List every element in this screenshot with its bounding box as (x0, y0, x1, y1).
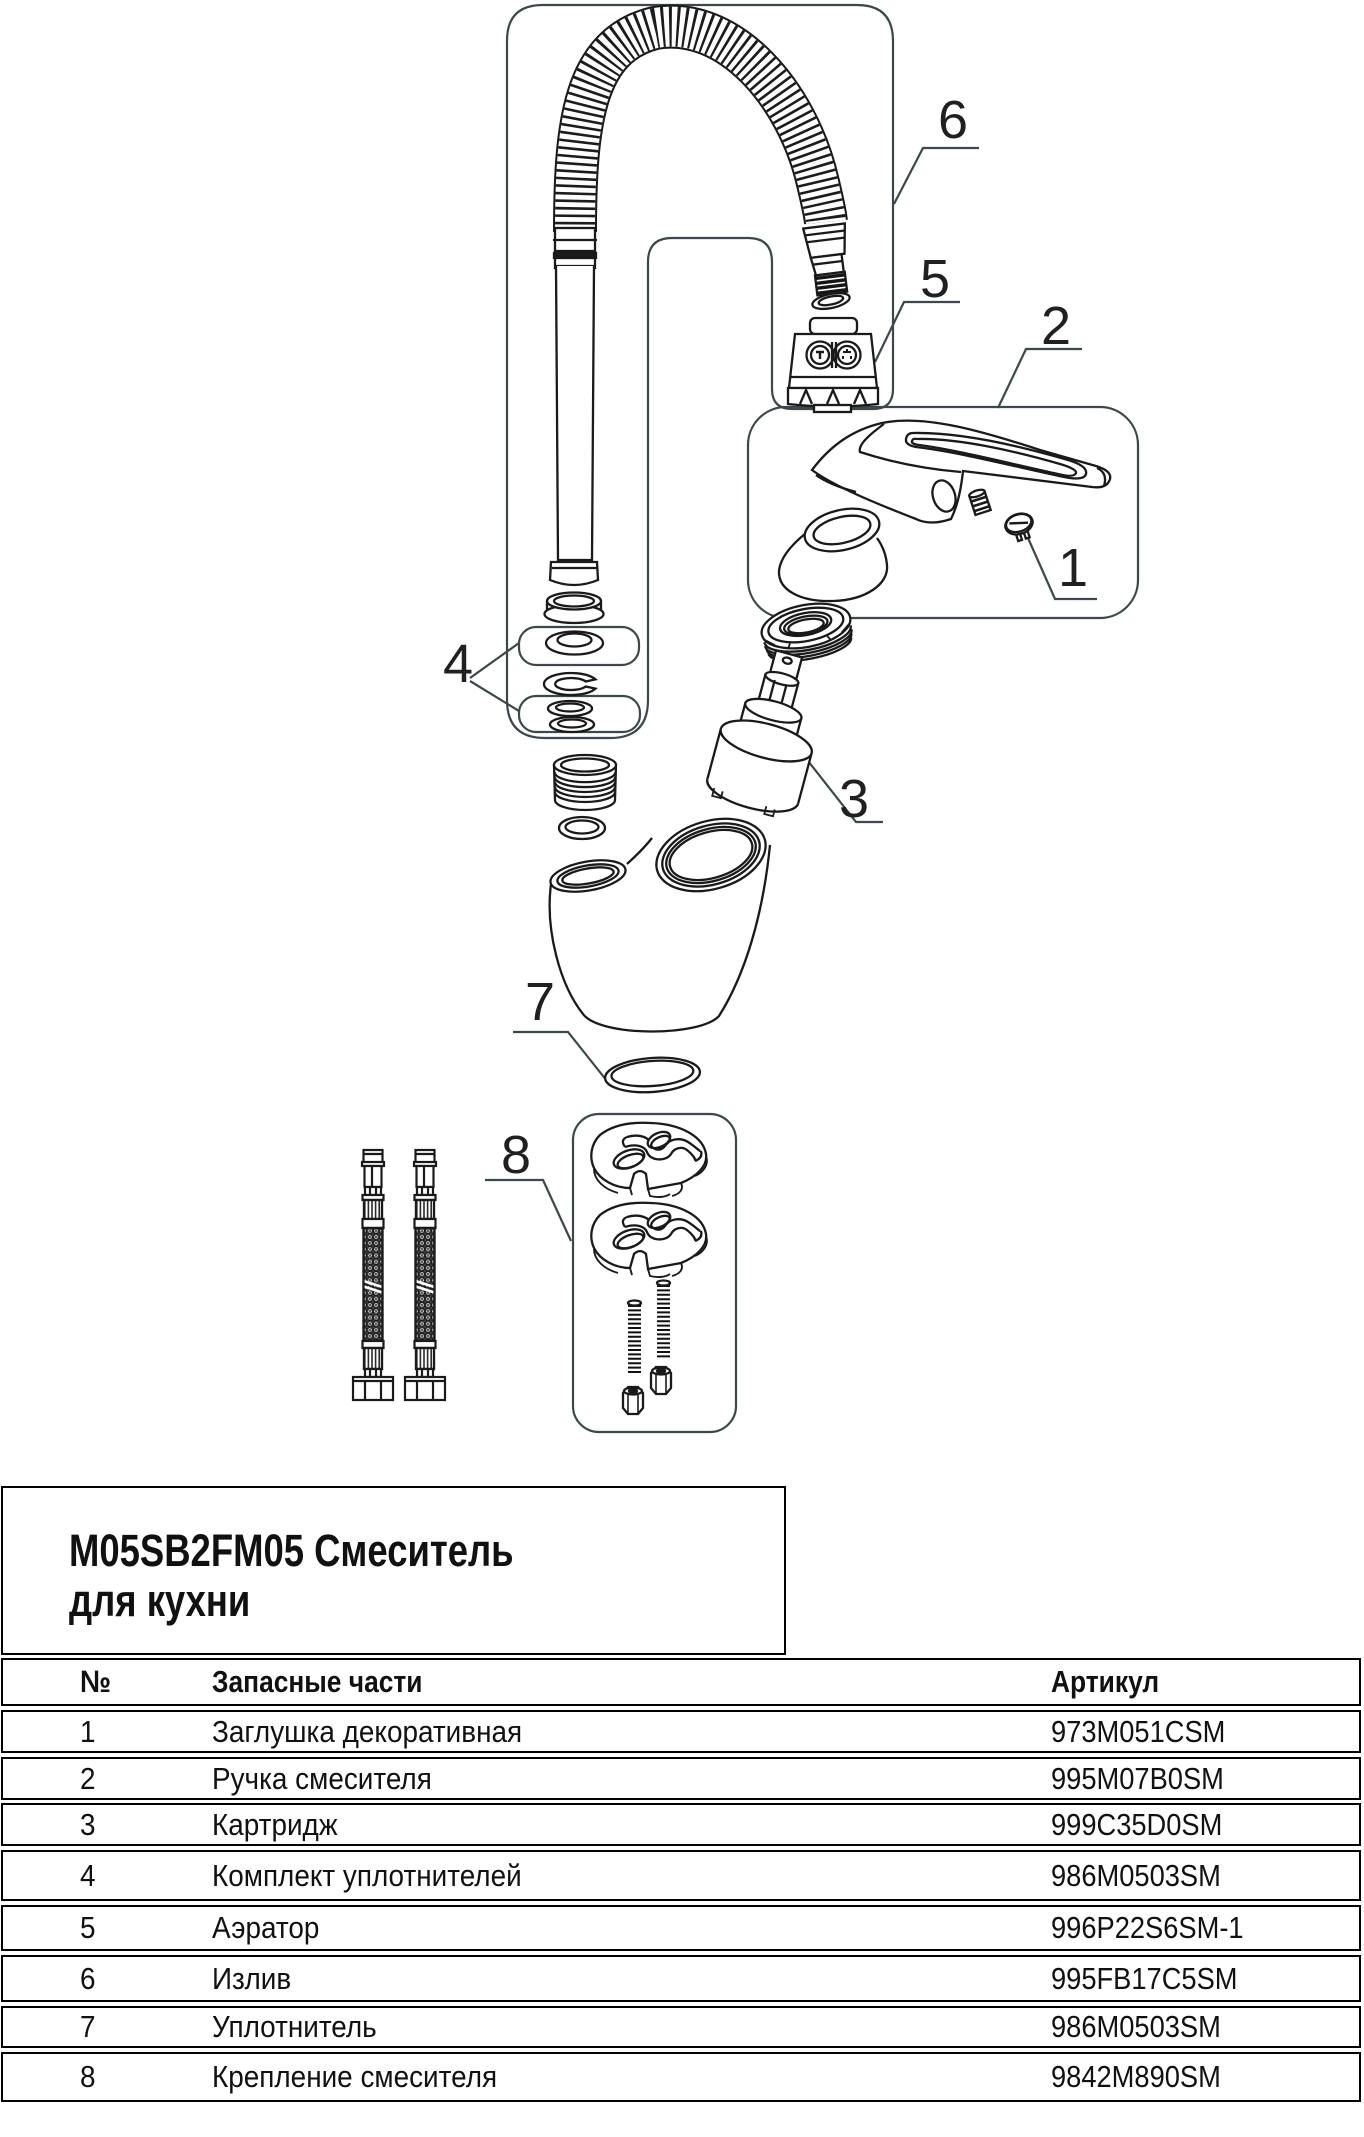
svg-text:8: 8 (501, 1125, 531, 1185)
svg-text:2: 2 (1041, 296, 1071, 356)
svg-text:6: 6 (938, 90, 968, 150)
svg-text:7: 7 (525, 972, 555, 1032)
svg-text:1: 1 (1058, 538, 1088, 598)
svg-text:5: 5 (920, 249, 950, 309)
svg-text:3: 3 (839, 769, 869, 829)
svg-text:4: 4 (443, 634, 473, 694)
